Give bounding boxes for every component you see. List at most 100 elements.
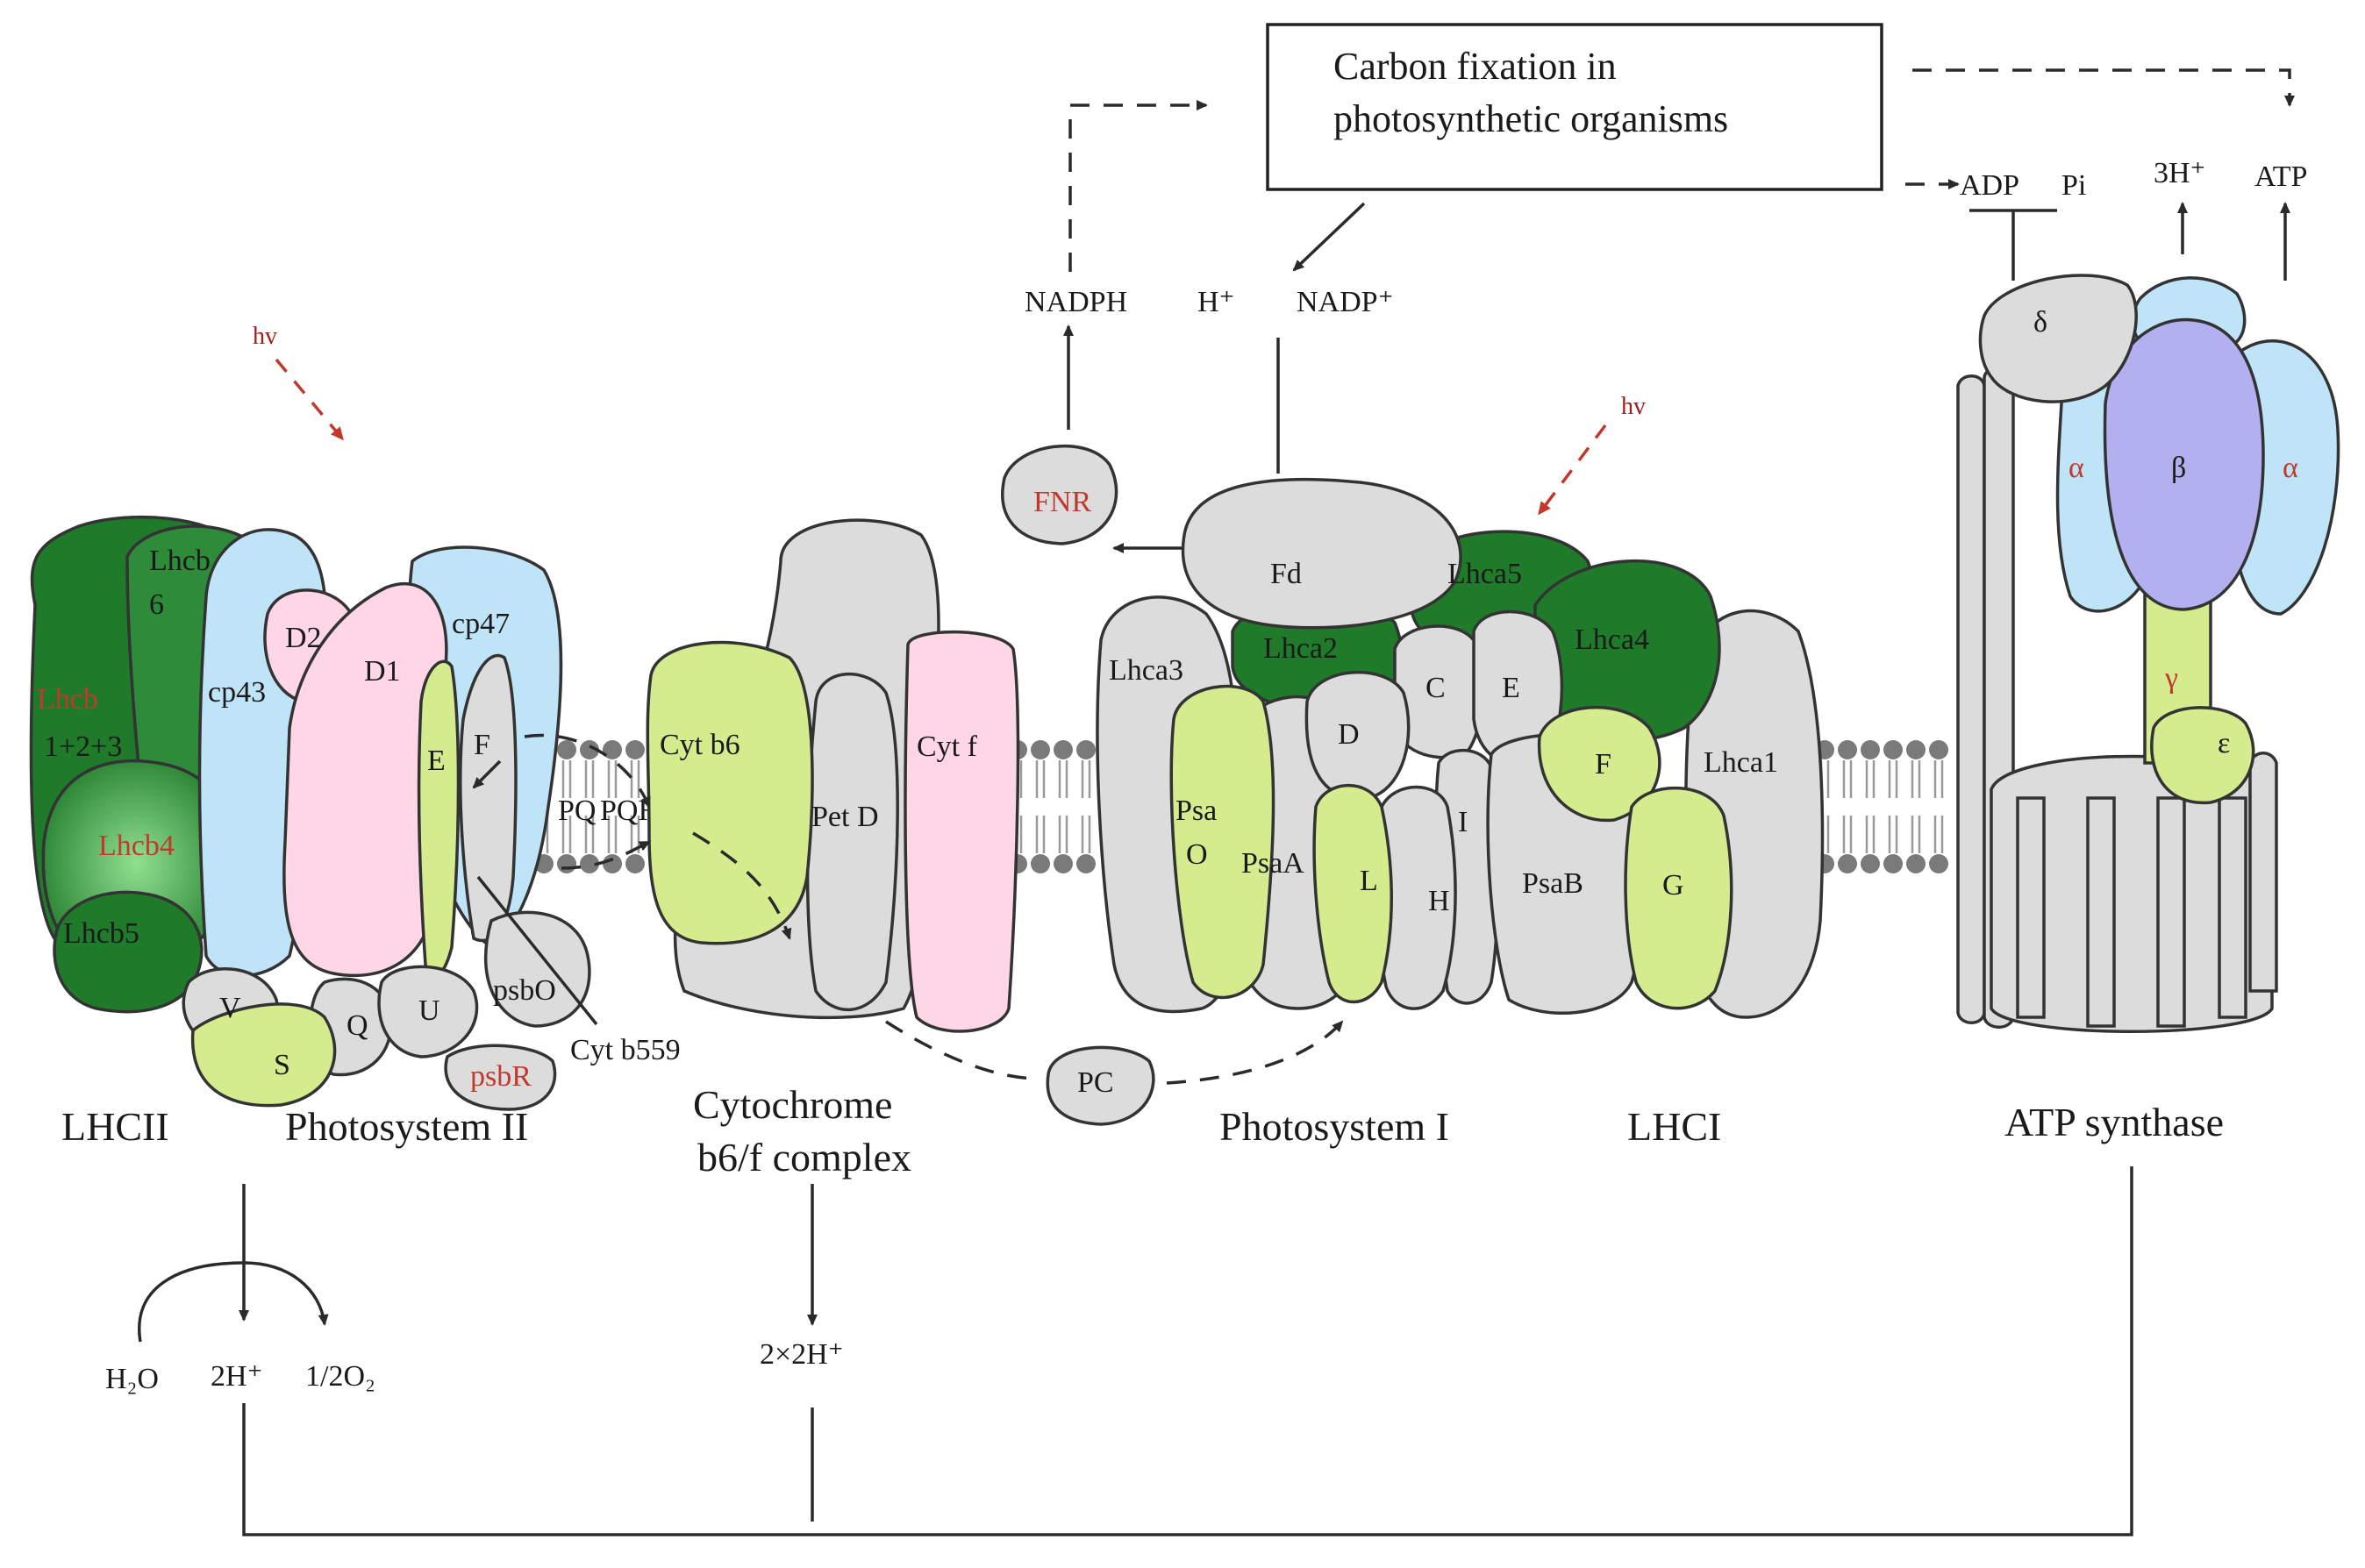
q-label: Q bbox=[347, 1009, 368, 1042]
psbr-shape bbox=[444, 1044, 557, 1111]
d-label: D bbox=[1338, 718, 1360, 751]
lipid-head bbox=[1906, 854, 1926, 873]
lhcb123-label-b: 1+2+3 bbox=[44, 731, 122, 763]
lipid-head bbox=[1861, 854, 1880, 873]
lipid-tail bbox=[1081, 760, 1091, 798]
psbo-label: psbO bbox=[493, 974, 556, 1007]
psao-label-a: Psa bbox=[1175, 795, 1217, 827]
caption-ps2: Photosystem II bbox=[285, 1104, 528, 1149]
lipid-head bbox=[1906, 740, 1926, 759]
lhca1-label: Lhca1 bbox=[1704, 746, 1778, 779]
alpha-left-label: α bbox=[2068, 452, 2084, 484]
lipid-head bbox=[580, 854, 599, 873]
cytb6-label: Cyt b6 bbox=[660, 729, 740, 761]
l-label: L bbox=[1360, 865, 1378, 897]
psaa-label: PsaA bbox=[1241, 847, 1304, 880]
box-line-2: photosynthetic organisms bbox=[1333, 97, 1728, 140]
hv-arrow-ps1 bbox=[1538, 424, 1607, 516]
proton-return-line bbox=[242, 1166, 2133, 1536]
lipid-tail bbox=[1058, 816, 1068, 853]
hv-label-ps2: hv bbox=[253, 323, 277, 350]
f-ps1-label: F bbox=[1595, 748, 1611, 780]
lhca5-label: Lhca5 bbox=[1447, 558, 1522, 590]
nadph-label: NADPH bbox=[1025, 286, 1127, 318]
lipid-head bbox=[1031, 740, 1050, 759]
caption-lhcii: LHCII bbox=[61, 1104, 169, 1149]
lipid-head bbox=[1076, 854, 1096, 873]
u-label: U bbox=[418, 994, 440, 1027]
atp-synthase-complex: δ α β α γ ε bbox=[1956, 274, 2340, 1033]
e-ps1-label: E bbox=[1502, 672, 1520, 704]
cyt-b559-label: Cyt b559 bbox=[570, 1034, 681, 1066]
lipid-head bbox=[625, 854, 645, 873]
lipid-head bbox=[1861, 740, 1880, 759]
e-label: E bbox=[427, 745, 446, 777]
h2o-label: H₂O bbox=[105, 1363, 159, 1395]
oxygen-arc bbox=[243, 1261, 329, 1326]
delta-shape bbox=[1978, 274, 2138, 403]
cp43-label: cp43 bbox=[208, 676, 266, 709]
lipid-head bbox=[1838, 740, 1857, 759]
lipid-head bbox=[1838, 854, 1857, 873]
u-shape bbox=[377, 965, 479, 1058]
lipid-tail bbox=[1842, 816, 1853, 853]
pi-label: Pi bbox=[2061, 169, 2086, 202]
lipid-head bbox=[1883, 740, 1903, 759]
lhcb5-label: Lhcb5 bbox=[63, 917, 139, 950]
psao-label-b: O bbox=[1186, 838, 1208, 871]
caption-lhci: LHCI bbox=[1627, 1104, 1721, 1149]
lipid-head bbox=[625, 740, 645, 759]
pc-label: PC bbox=[1077, 1066, 1114, 1099]
photosystem-ii-complex: cp43 D2 D1 cp47 E F PQ PQH₂ V S Q U psbO… bbox=[182, 528, 681, 1111]
beta-label: β bbox=[2171, 452, 2186, 484]
lipid-tail bbox=[607, 760, 618, 798]
caption-atp: ATP synthase bbox=[2004, 1100, 2224, 1144]
h-label: H bbox=[1428, 885, 1450, 917]
four-h-label: 2×2H⁺ bbox=[760, 1338, 844, 1371]
i-label: I bbox=[1458, 806, 1468, 838]
cytf-shape bbox=[904, 630, 1020, 1033]
lipid-tail bbox=[1865, 816, 1876, 853]
lipid-tail bbox=[561, 760, 572, 798]
pc-shape bbox=[1046, 1045, 1155, 1126]
fnr-label: FNR bbox=[1033, 486, 1091, 518]
hv-label-ps1: hv bbox=[1621, 393, 1646, 420]
d1-label: D1 bbox=[364, 655, 401, 688]
lipid-head bbox=[603, 740, 622, 759]
lipid-tail bbox=[1842, 760, 1853, 798]
f-internal-arrow bbox=[472, 759, 502, 789]
psao-shape bbox=[1169, 684, 1275, 1000]
b6-internal-arrow bbox=[692, 831, 792, 940]
e-shape bbox=[417, 659, 461, 978]
s-label: S bbox=[274, 1049, 290, 1081]
lipid-head bbox=[1883, 854, 1903, 873]
beta-shape bbox=[2103, 317, 2265, 611]
pc-to-ps1-arrow bbox=[1166, 1020, 1344, 1085]
lipid-tail bbox=[1058, 760, 1068, 798]
fd-shape bbox=[1181, 477, 1462, 630]
delta-label: δ bbox=[2033, 306, 2047, 339]
box-to-nadp-arrow bbox=[1292, 202, 1366, 272]
lipid-head bbox=[580, 740, 599, 759]
epsilon-shape bbox=[2150, 706, 2255, 805]
caption-cyt-line2: b6/f complex bbox=[697, 1135, 911, 1180]
lipid-head bbox=[557, 854, 576, 873]
box-to-atp-arrow bbox=[1912, 68, 2295, 107]
s-shape bbox=[190, 1002, 337, 1108]
petd-shape bbox=[805, 673, 899, 1012]
d2-label: D2 bbox=[285, 622, 322, 654]
lipid-head bbox=[603, 854, 622, 873]
adp-label: ADP bbox=[1960, 169, 2019, 202]
lhcb5-shape bbox=[53, 890, 204, 1014]
lipid-tail bbox=[1888, 760, 1898, 798]
lipid-head bbox=[1076, 740, 1096, 759]
lipid-tail bbox=[607, 816, 618, 853]
psbo-shape bbox=[483, 910, 591, 1028]
f-shape bbox=[459, 653, 518, 943]
nadph-to-box-arrow bbox=[1068, 100, 1208, 272]
c-label: C bbox=[1425, 672, 1446, 704]
lipid-tail bbox=[1933, 816, 1944, 853]
lipid-tail bbox=[1911, 760, 1921, 798]
v-label: V bbox=[219, 992, 241, 1024]
